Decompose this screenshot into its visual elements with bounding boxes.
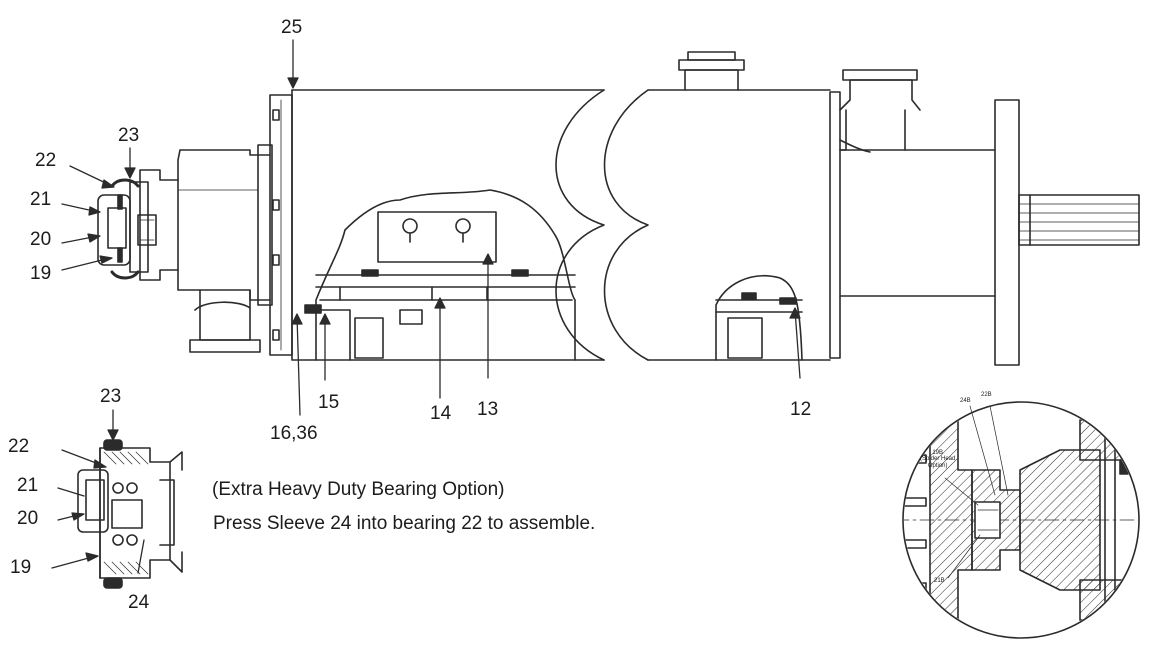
discharge-end xyxy=(839,69,1140,366)
callout-19-top: 19 xyxy=(30,263,52,284)
callout-20-top: 20 xyxy=(30,229,52,250)
callout-23-top: 23 xyxy=(118,125,140,146)
callout-19-bottom: 19 xyxy=(10,557,32,578)
detail-callout-19b-line1: 19B xyxy=(932,450,944,456)
detail-callout-19b: 19B (Spider Head Option) xyxy=(920,450,955,469)
inlet-housing xyxy=(177,144,273,353)
callout-13: 13 xyxy=(477,399,499,420)
callout-16-36: 16,36 xyxy=(270,423,318,444)
callout-22-top: 22 xyxy=(35,150,57,171)
callout-25: 25 xyxy=(281,17,303,38)
detail-callout-19b-line3: Option) xyxy=(927,462,948,469)
callout-23-bottom: 23 xyxy=(100,386,122,407)
callout-21-top: 21 xyxy=(30,189,52,210)
bearing-detail-bottom xyxy=(77,439,183,589)
detail-callout-21b: 21B xyxy=(934,578,945,584)
detail-callout-24b: 24B xyxy=(960,398,971,404)
callout-21-bottom: 21 xyxy=(17,475,39,496)
leader-lines xyxy=(51,39,1009,579)
callout-24: 24 xyxy=(128,592,150,613)
callout-15: 15 xyxy=(318,392,340,413)
barrel-left-section xyxy=(269,89,605,361)
callout-14: 14 xyxy=(430,403,452,424)
note-bearing-option: (Extra Heavy Duty Bearing Option) xyxy=(212,479,505,500)
callout-12: 12 xyxy=(790,399,812,420)
callout-20-bottom: 20 xyxy=(17,508,39,529)
detail-callout-19b-line2: (Spider Head xyxy=(920,456,956,463)
circular-cross-section-detail xyxy=(902,401,1140,639)
callout-22-bottom: 22 xyxy=(8,436,30,457)
bearing-assembly-top xyxy=(97,169,179,281)
barrel-right-section xyxy=(603,51,841,361)
detail-callout-22b: 22B xyxy=(981,392,992,398)
note-press-sleeve: Press Sleeve 24 into bearing 22 to assem… xyxy=(213,513,596,534)
